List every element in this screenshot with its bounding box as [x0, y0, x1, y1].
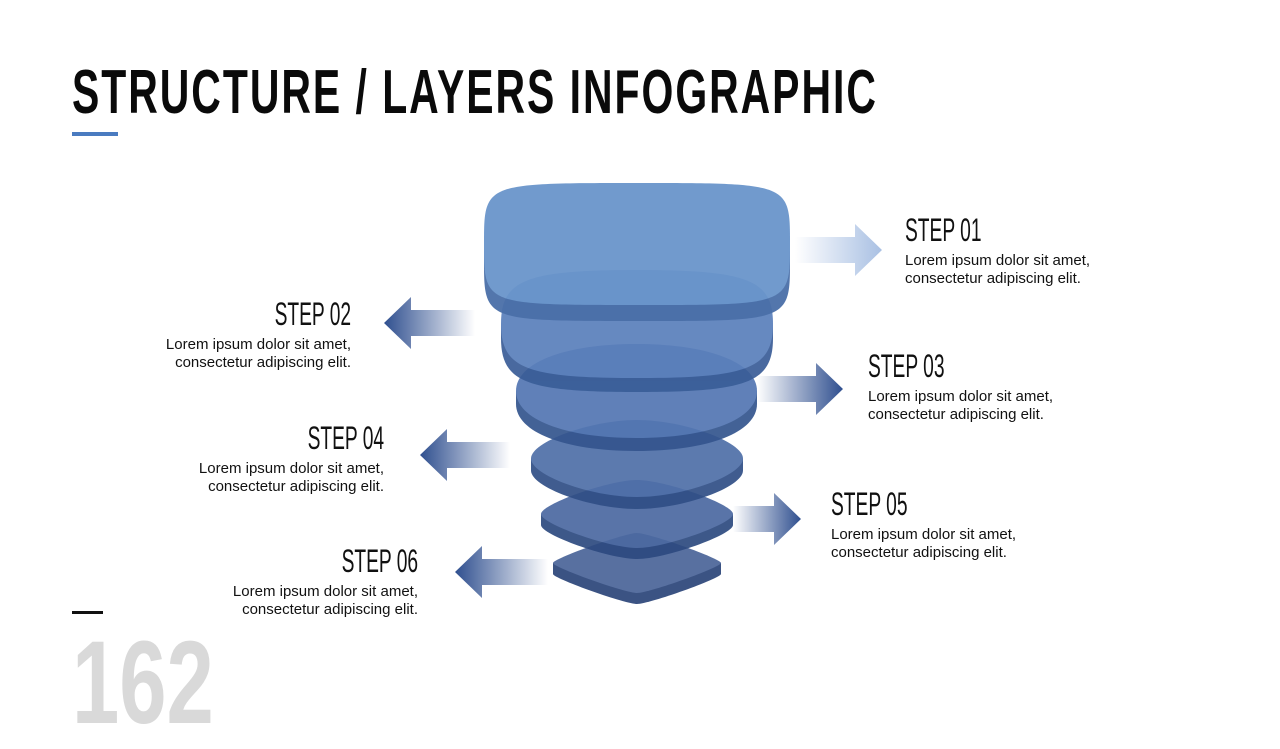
arrow-step-02 — [384, 297, 475, 349]
step-06: STEP 06 Lorem ipsum dolor sit amet,conse… — [233, 545, 418, 619]
arrow-step-06 — [455, 546, 548, 598]
step-label: STEP 02 — [274, 296, 351, 332]
arrow-step-04 — [420, 429, 510, 481]
step-03: STEP 03 Lorem ipsum dolor sit amet,conse… — [868, 350, 1053, 424]
step-desc-line2: consectetur adipiscing elit. — [868, 406, 1044, 423]
layer-top — [484, 183, 790, 305]
step-desc-line2: consectetur adipiscing elit. — [208, 478, 384, 495]
arrow-step-05 — [733, 493, 801, 545]
layers-diagram — [384, 183, 882, 604]
step-label: STEP 01 — [905, 212, 982, 248]
step-desc-line1: Lorem ipsum dolor sit amet, — [198, 460, 384, 477]
step-05: STEP 05 Lorem ipsum dolor sit amet,conse… — [831, 488, 1016, 562]
step-desc-line2: consectetur adipiscing elit. — [831, 544, 1007, 561]
step-label: STEP 06 — [341, 543, 418, 579]
step-02: STEP 02 Lorem ipsum dolor sit amet,conse… — [166, 298, 351, 372]
arrow-step-03 — [757, 363, 843, 415]
step-desc-line2: consectetur adipiscing elit. — [242, 601, 418, 618]
step-label: STEP 04 — [307, 420, 384, 456]
step-04: STEP 04 Lorem ipsum dolor sit amet,conse… — [199, 422, 384, 496]
step-desc-line2: consectetur adipiscing elit. — [175, 354, 351, 371]
arrow-step-01 — [795, 224, 882, 276]
step-desc-line1: Lorem ipsum dolor sit amet, — [165, 336, 351, 353]
layer-1 — [484, 183, 790, 321]
step-01: STEP 01 Lorem ipsum dolor sit amet,conse… — [905, 214, 1090, 288]
step-desc-line2: consectetur adipiscing elit. — [905, 270, 1081, 287]
step-label: STEP 03 — [868, 348, 945, 384]
slide-title: STRUCTURE / LAYERS INFOGRAPHIC — [72, 58, 878, 127]
page-number-divider — [72, 611, 103, 614]
step-desc-line1: Lorem ipsum dolor sit amet, — [232, 583, 418, 600]
step-desc-line1: Lorem ipsum dolor sit amet, — [831, 526, 1017, 543]
title-accent-bar — [72, 132, 118, 136]
step-desc-line1: Lorem ipsum dolor sit amet, — [905, 252, 1091, 269]
step-label: STEP 05 — [831, 486, 908, 522]
step-desc-line1: Lorem ipsum dolor sit amet, — [868, 388, 1054, 405]
page-number: 162 — [72, 617, 214, 749]
